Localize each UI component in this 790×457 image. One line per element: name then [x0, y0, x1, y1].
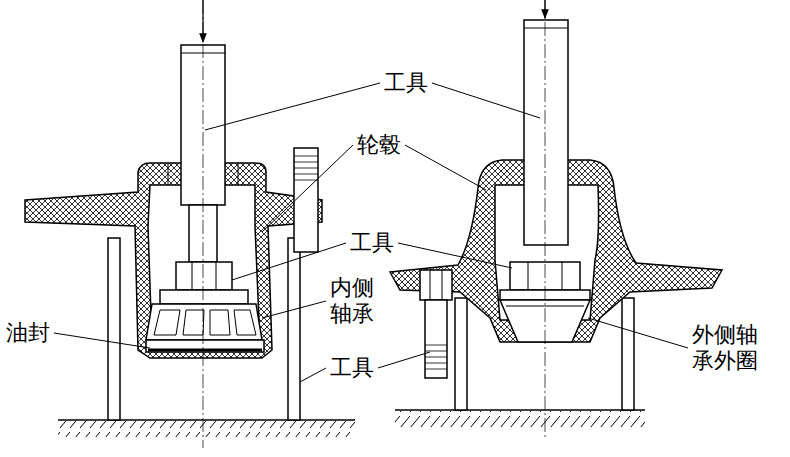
- bolt-head: [420, 270, 452, 300]
- oil-seal-lip: [148, 349, 262, 352]
- part-label: 外侧轴 承外圈: [692, 322, 762, 374]
- leader-line: [588, 318, 688, 348]
- bolt-thread: [425, 345, 447, 369]
- wheel-stud: [294, 148, 318, 252]
- hub-cavity: [148, 185, 260, 345]
- tool-nut: [176, 262, 232, 290]
- part-label: 工具: [330, 355, 374, 381]
- stud-thread: [294, 156, 318, 180]
- leader-line: [205, 83, 380, 130]
- part-label: 油封: [6, 320, 50, 346]
- leader-line: [432, 83, 540, 118]
- leader-line: [232, 243, 346, 280]
- bolt-shank: [425, 300, 447, 378]
- leader-line: [262, 301, 326, 318]
- part-label: 工具: [384, 70, 428, 96]
- leader-line: [405, 145, 486, 190]
- center-line: [545, 0, 546, 440]
- wheel-hub: [25, 163, 322, 358]
- bolt-head-edge: [430, 270, 442, 300]
- nut-edge: [192, 262, 216, 290]
- leader-line: [262, 145, 353, 232]
- leader-line: [378, 352, 430, 368]
- right-assembly: [390, 0, 722, 440]
- bearing-roller: [154, 310, 256, 335]
- ground-hatch: [58, 421, 355, 437]
- leader-line: [300, 368, 326, 382]
- inner-bearing: [146, 304, 262, 340]
- rod-chamfer: [524, 28, 568, 29]
- support-cylinder: [108, 238, 120, 420]
- center-line: [203, 0, 204, 448]
- oil-seal: [146, 340, 264, 352]
- support-cylinder: [622, 298, 634, 410]
- support-cylinder: [288, 238, 300, 420]
- part-label: 轮毂: [357, 132, 401, 158]
- part-label: 内侧 轴承: [330, 275, 378, 327]
- press-rod: [524, 20, 568, 245]
- ground-line: [58, 419, 355, 421]
- part-label: 工具: [350, 230, 394, 256]
- left-assembly: [25, 0, 355, 448]
- support-cylinder: [455, 298, 467, 410]
- leader-line: [398, 243, 512, 268]
- race-edge: [506, 306, 584, 307]
- leader-line: [54, 333, 150, 348]
- ground-hatch: [395, 411, 645, 427]
- tool-disc: [160, 290, 248, 304]
- ground-line: [395, 409, 645, 411]
